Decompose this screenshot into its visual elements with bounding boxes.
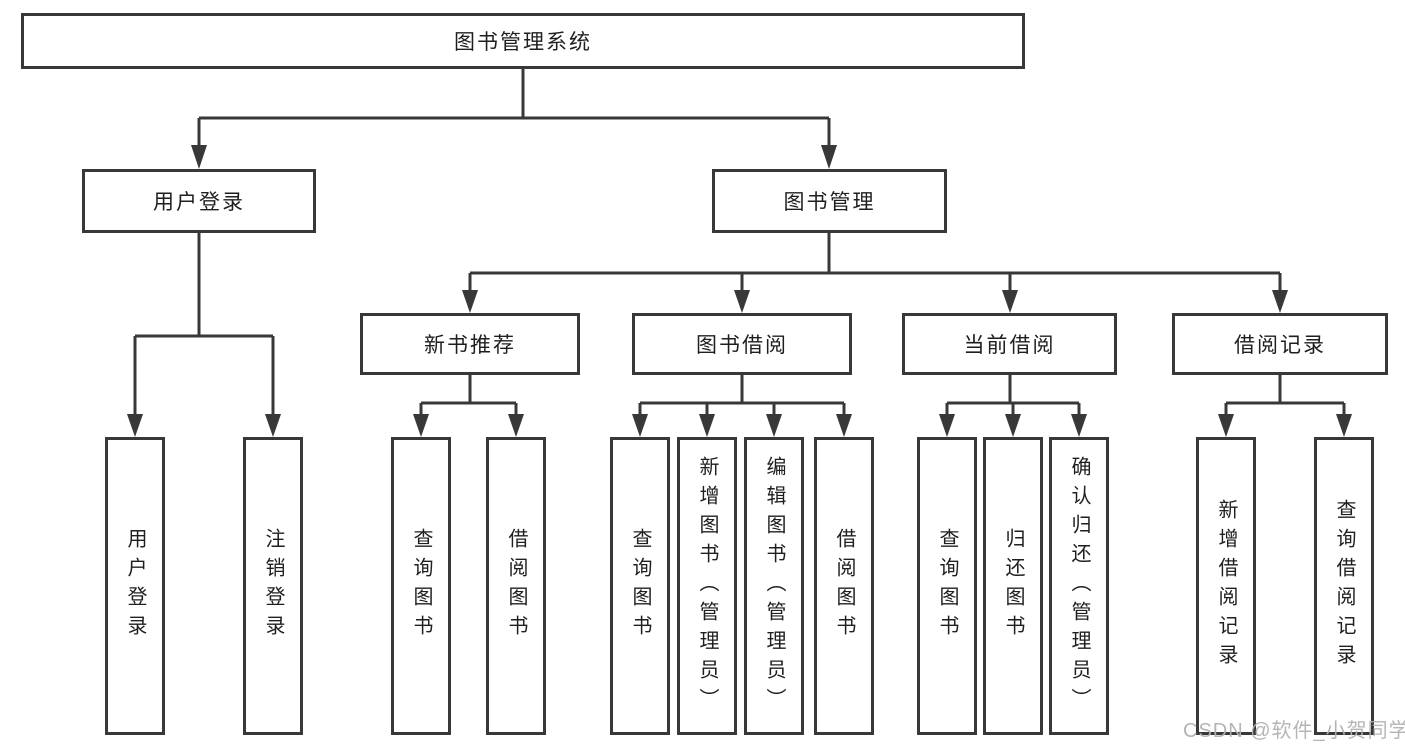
csdn-watermark: CSDN @软件_小贺同学	[1183, 720, 1405, 742]
connector-new-book-leaves	[413, 375, 524, 437]
node-current-borrow: 当前借阅	[902, 313, 1117, 375]
leaf-return-books: 归还图书	[983, 437, 1043, 735]
connector-book-borrow-leaves	[632, 375, 852, 437]
leaf-add-borrow-record: 新增借阅记录	[1196, 437, 1256, 735]
connector-current-borrow-leaves	[939, 375, 1087, 437]
leaf-edit-books-admin: 编辑图书（管理员）	[744, 437, 804, 735]
leaf-query-books-1: 查询图书	[391, 437, 451, 735]
leaf-user-login: 用户登录	[105, 437, 165, 735]
connector-borrow-record-leaves	[1218, 375, 1352, 437]
node-root-system: 图书管理系统	[21, 13, 1025, 69]
node-book-management: 图书管理	[712, 169, 947, 233]
leaf-confirm-return-admin: 确认归还（管理员）	[1049, 437, 1109, 735]
leaf-query-borrow-record: 查询借阅记录	[1314, 437, 1374, 735]
node-user-login: 用户登录	[82, 169, 316, 233]
leaf-logout: 注销登录	[243, 437, 303, 735]
leaf-add-books-admin: 新增图书（管理员）	[677, 437, 737, 735]
leaf-query-books-3: 查询图书	[917, 437, 977, 735]
connector-user-login-branch	[127, 233, 281, 437]
node-new-book-recommend: 新书推荐	[360, 313, 580, 375]
leaf-borrow-books-2: 借阅图书	[814, 437, 874, 735]
leaf-query-books-2: 查询图书	[610, 437, 670, 735]
node-borrow-record: 借阅记录	[1172, 313, 1388, 375]
node-book-borrow: 图书借阅	[632, 313, 852, 375]
connector-book-mgmt-to-level3	[462, 233, 1288, 313]
connector-root-to-level2	[191, 69, 837, 169]
leaf-borrow-books-1: 借阅图书	[486, 437, 546, 735]
